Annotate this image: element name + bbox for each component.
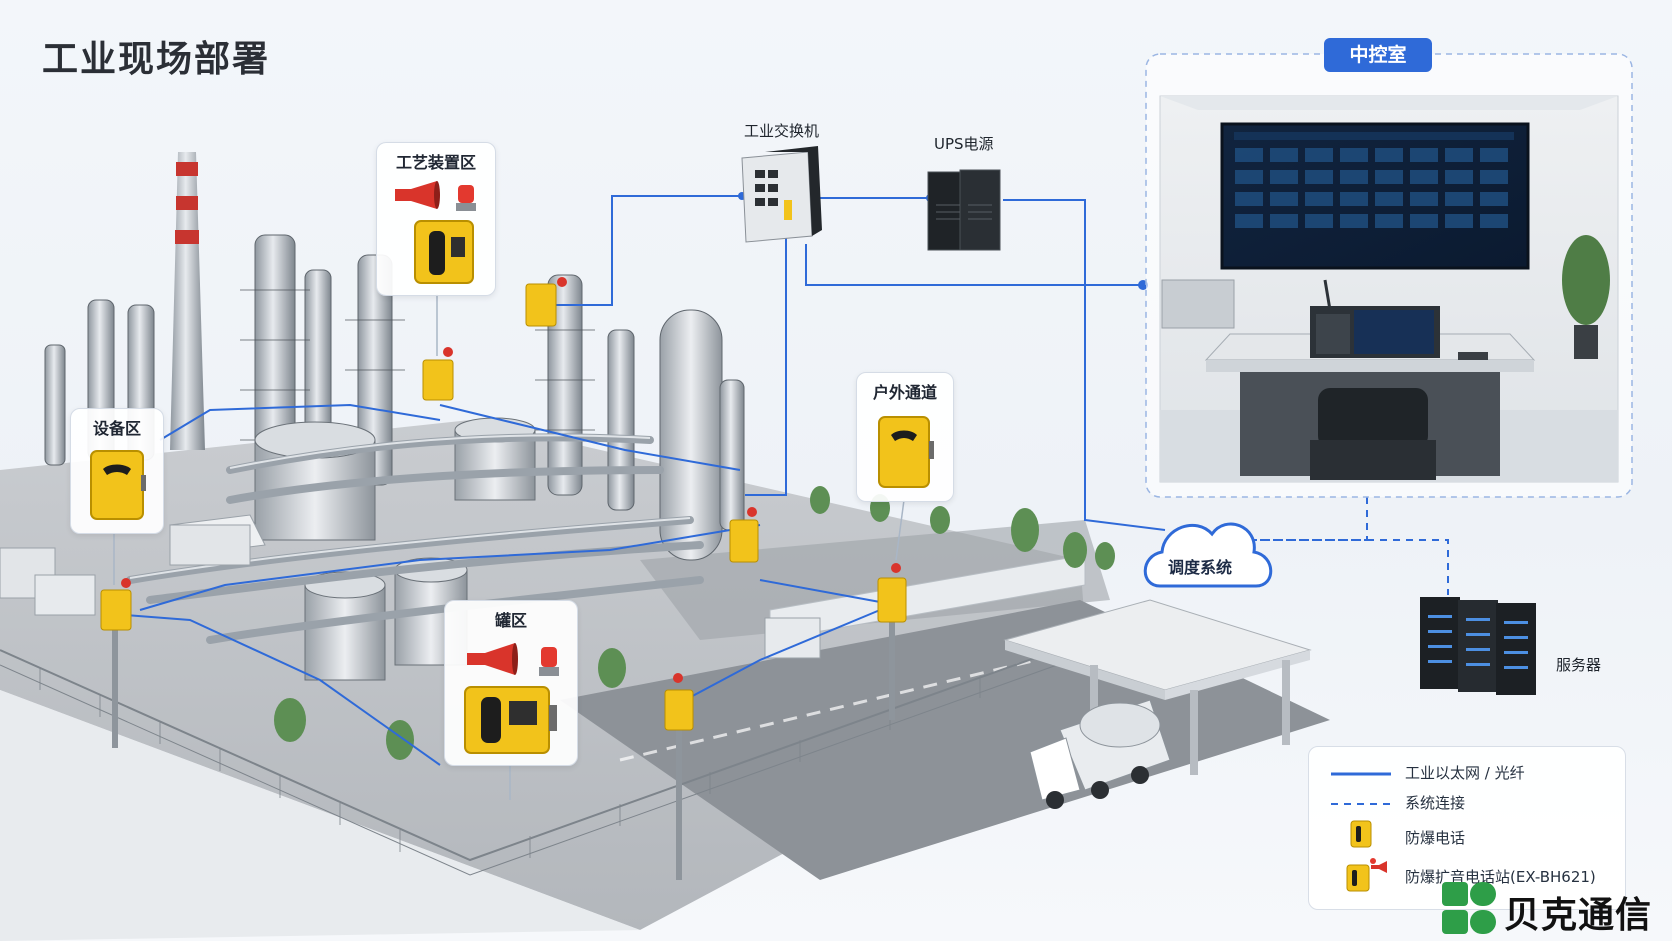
pa-station-outdoor bbox=[877, 563, 907, 720]
phone-icon bbox=[464, 686, 557, 754]
control-room-panel bbox=[1145, 53, 1633, 498]
pipe-racks bbox=[126, 433, 704, 644]
legend-pa-station: 防爆扩音电话站(EX-BH621) bbox=[1405, 868, 1596, 886]
page-title: 工业现场部署 bbox=[42, 39, 271, 80]
zone-label-equipment: 设备区 bbox=[92, 419, 141, 438]
brand-name: 贝克通信 bbox=[1504, 895, 1653, 936]
warning-light-icon bbox=[456, 185, 476, 211]
warning-light-icon bbox=[539, 647, 559, 676]
callout-tank-area: 罐区 bbox=[444, 600, 578, 766]
pa-station-process-area bbox=[422, 347, 454, 401]
zone-label-outdoor: 户外通道 bbox=[872, 383, 937, 402]
legend-dashed-line-icon bbox=[1331, 803, 1391, 805]
chimney bbox=[170, 152, 205, 450]
legend-ethernet: 工业以太网 / 光纤 bbox=[1405, 764, 1525, 782]
phone-icon bbox=[414, 220, 474, 284]
callout-equipment-area: 设备区 bbox=[70, 408, 164, 534]
horn-speaker-icon bbox=[395, 181, 440, 209]
ups-label: UPS电源 bbox=[934, 135, 994, 153]
legend-system-link: 系统连接 bbox=[1405, 794, 1466, 812]
phone-icon bbox=[878, 416, 934, 488]
ups-power bbox=[927, 169, 1001, 251]
ethernet-network bbox=[124, 195, 1166, 766]
phone-rack-top bbox=[525, 277, 567, 327]
zone-label-process: 工艺装置区 bbox=[395, 153, 476, 172]
tanker-truck bbox=[1029, 699, 1171, 809]
legend-phone: 防爆电话 bbox=[1405, 829, 1466, 847]
control-room-tab: 中控室 bbox=[1324, 38, 1432, 72]
pa-station-tank-area bbox=[664, 673, 694, 880]
callout-pointers bbox=[113, 294, 905, 800]
server-label: 服务器 bbox=[1556, 656, 1602, 674]
callout-process-area: 工艺装置区 bbox=[376, 142, 496, 296]
callout-outdoor-passage: 户外通道 bbox=[856, 372, 954, 502]
legend-solid-line-icon bbox=[1331, 772, 1391, 776]
pipe-racks-highlight bbox=[129, 434, 691, 579]
industrial-switch bbox=[741, 146, 822, 243]
dispatch-cloud bbox=[1143, 522, 1273, 588]
horn-speaker-icon bbox=[467, 643, 518, 675]
system-links bbox=[1250, 497, 1449, 595]
zone-label-tank: 罐区 bbox=[494, 611, 527, 630]
brand-logo: 贝克通信 bbox=[1440, 880, 1672, 940]
legend-phone-icon bbox=[1350, 820, 1372, 848]
pa-station-equipment-area bbox=[100, 578, 132, 748]
phone-icon bbox=[90, 450, 146, 520]
legend-pa-station-icon bbox=[1346, 858, 1387, 892]
fuel-station bbox=[1003, 599, 1312, 775]
switch-label: 工业交换机 bbox=[744, 122, 820, 140]
legend: 工业以太网 / 光纤 系统连接 防爆电话 防爆扩音电话站(EX-BH621) bbox=[1308, 746, 1626, 910]
dispatch-system-label: 调度系统 bbox=[1168, 558, 1233, 577]
pa-station-column bbox=[729, 507, 759, 563]
brand-logo-icon bbox=[1442, 882, 1496, 934]
server-racks bbox=[1420, 597, 1536, 695]
